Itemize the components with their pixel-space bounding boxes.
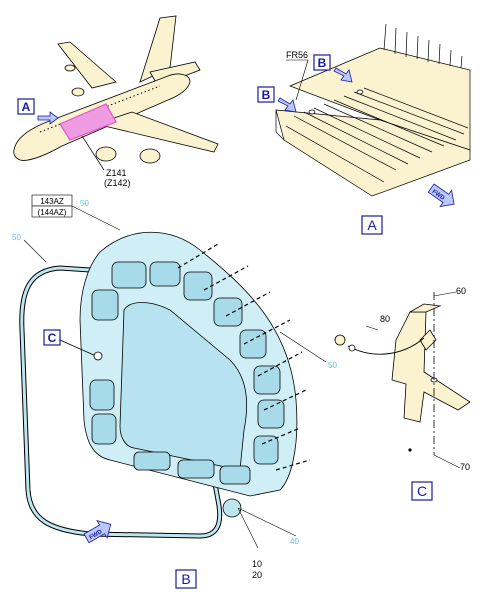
view-arrow-icon xyxy=(37,111,59,125)
panel-pocket xyxy=(91,413,117,445)
screw-leader-line xyxy=(237,507,259,549)
aircraft-engine xyxy=(71,87,85,97)
item-80-leader xyxy=(365,325,379,331)
screw-leader-line-2 xyxy=(237,507,297,537)
item-40-ref: 40 xyxy=(290,537,299,546)
fwd-arrow-icon: FWD xyxy=(83,520,112,544)
view-a-structure xyxy=(275,23,471,197)
view-a-back-wall xyxy=(289,47,471,151)
zone-leader-line xyxy=(81,135,105,171)
strap-terminal-nut xyxy=(348,344,356,352)
callout-box-b-left xyxy=(257,86,275,103)
aircraft-zone-highlight xyxy=(59,103,117,141)
aircraft-engine xyxy=(139,148,161,164)
item-70-leader xyxy=(433,454,461,469)
panel-pocket xyxy=(253,435,279,465)
view-b-title: B xyxy=(181,571,190,587)
view-b-title-box xyxy=(175,569,197,589)
callout-box-c xyxy=(43,329,61,346)
callout-box-b-top xyxy=(313,54,331,71)
panel-pocket xyxy=(257,399,285,429)
item-60-ref: 60 xyxy=(456,286,466,296)
item-50-ref: 50 xyxy=(12,233,21,242)
panel-leader-line xyxy=(71,205,121,231)
bonding-lug xyxy=(93,351,103,361)
view-a-title-box xyxy=(361,215,383,235)
aircraft-engine xyxy=(64,64,76,72)
panel-pocket xyxy=(183,271,213,301)
item-60-leader xyxy=(433,291,457,297)
frame-leader-line xyxy=(286,59,309,101)
item-10-ref: 10 xyxy=(252,559,262,569)
item-80-ref: 80 xyxy=(380,314,390,324)
view-a-title: A xyxy=(367,217,377,233)
item-50-leader xyxy=(279,331,327,363)
aircraft-engine xyxy=(95,146,117,162)
panel-pocket xyxy=(111,261,147,289)
callout-b-text-left: B xyxy=(262,88,271,102)
item-50-ref: 50 xyxy=(80,199,89,208)
callout-box-a xyxy=(17,98,35,115)
callout-c-leader xyxy=(59,339,97,357)
aircraft-overview xyxy=(13,15,219,164)
item-70-ref: 70 xyxy=(460,462,470,472)
item-50-leader xyxy=(23,239,47,263)
callout-c-text: C xyxy=(48,331,57,345)
panel-pocket xyxy=(219,465,251,485)
panel-pocket xyxy=(253,365,281,395)
aircraft-far-wing xyxy=(57,41,117,89)
panel-secondary-label: (144AZ) xyxy=(38,208,67,217)
view-arrow-icon xyxy=(333,67,353,83)
panel-primary-label: 143AZ xyxy=(40,197,64,206)
fwd-arrow-icon: FWD xyxy=(427,183,455,208)
callout-a-text: A xyxy=(22,100,31,114)
zone-secondary-label: (Z142) xyxy=(104,178,131,188)
screw-item-40 xyxy=(222,498,242,518)
reference-dot xyxy=(408,448,412,452)
zone-primary-label: Z141 xyxy=(106,168,127,178)
aircraft-near-wing xyxy=(94,111,219,153)
panel-pocket xyxy=(91,289,119,321)
strap-terminal xyxy=(334,334,346,346)
panel-pocket xyxy=(133,451,171,471)
bracket-lug xyxy=(419,329,437,351)
panel-pocket xyxy=(177,459,215,479)
panel-pocket xyxy=(89,379,115,411)
view-c-bracket xyxy=(391,303,471,423)
fastener-leaders xyxy=(177,243,311,471)
bracket-top xyxy=(408,303,442,313)
access-panel xyxy=(79,231,298,497)
view-c-title-box xyxy=(411,481,433,501)
panel-pocket xyxy=(213,297,243,327)
item-20-ref: 20 xyxy=(252,570,262,580)
view-c-title: C xyxy=(417,483,427,499)
panel-label-box xyxy=(31,205,73,218)
frame-label: FR56 xyxy=(286,50,308,60)
panel-center-cutout xyxy=(119,302,247,471)
bracket-body xyxy=(391,311,471,423)
item-50-ref: 50 xyxy=(328,361,337,370)
panel-pocket xyxy=(149,261,181,287)
panel-pocket xyxy=(239,329,267,359)
view-arrow-icon xyxy=(277,97,297,113)
callout-b-text-top: B xyxy=(318,56,327,70)
